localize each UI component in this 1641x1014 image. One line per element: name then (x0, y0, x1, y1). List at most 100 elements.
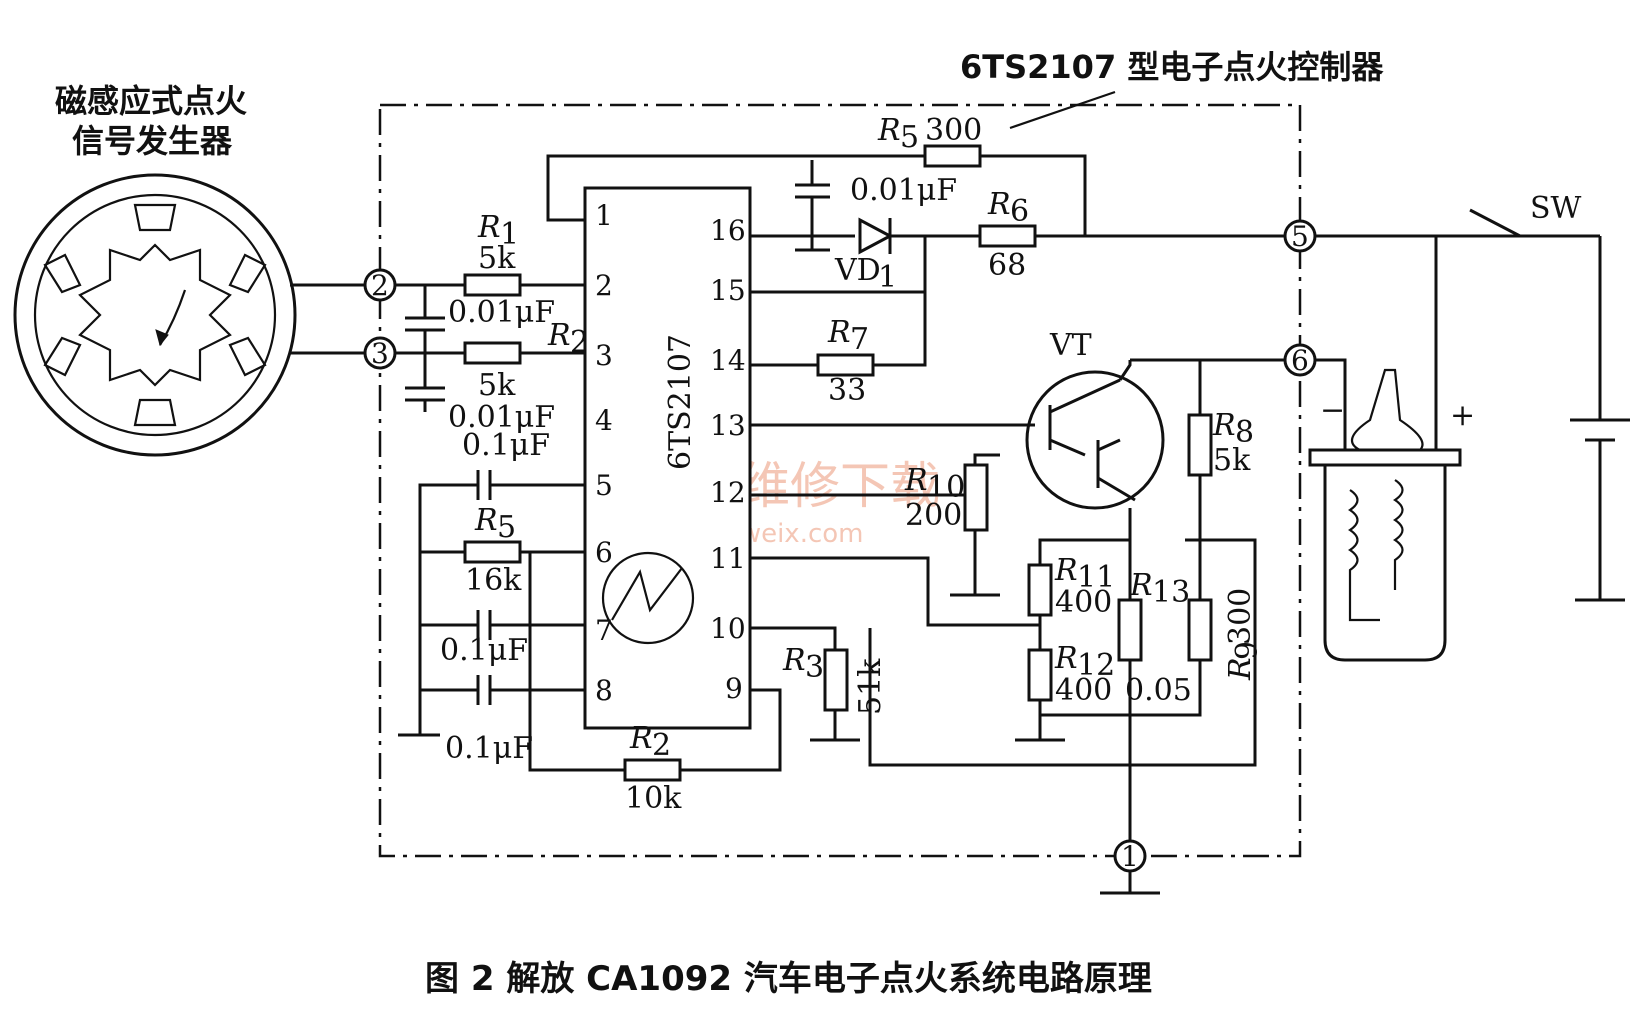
R11-sub: 11 (1077, 560, 1115, 595)
C-in2-value: 0.01μF (448, 400, 555, 435)
terminal-2: 2 (363, 268, 397, 302)
generator-outer-ring (13, 173, 297, 457)
VD1-sub: 1 (878, 260, 897, 295)
R12-symbol: R (1054, 641, 1078, 676)
controller-enclosure (378, 103, 1302, 858)
R11-value: 400 (1055, 585, 1112, 620)
ic-name: 6TS2107 (663, 334, 698, 470)
capacitor-C-in2 (405, 353, 445, 412)
controller-label: 6TS2107 型电子点火控制器 (960, 48, 1384, 86)
VT-label: VT (1049, 328, 1092, 363)
ic-pin-14: 14 (710, 344, 746, 377)
generator-inner-ring (33, 193, 277, 437)
stator-pole (43, 336, 82, 377)
diode-VD1 (858, 217, 894, 255)
R10-sub: 10 (927, 470, 965, 505)
coil-minus-sign: − (1320, 393, 1345, 428)
R13-value: 0.05 (1125, 673, 1192, 708)
R9-sub: 9 (1230, 641, 1265, 660)
capacitor-C-top (795, 160, 830, 252)
R9-symbol: R (1223, 657, 1258, 681)
R9-value: 300 (1223, 588, 1258, 645)
ignition-coil (1308, 368, 1462, 662)
R5a-value: 300 (925, 113, 982, 148)
ic-pin-16: 16 (710, 214, 746, 247)
C-top-value: 0.01μF (850, 173, 957, 208)
R2b-sub: 2 (652, 728, 671, 763)
ic-pin-13: 13 (710, 409, 746, 442)
R1-sub: 1 (500, 217, 519, 252)
C-gnd-value: 0.1μF (445, 731, 533, 766)
wire-left-bus (418, 483, 478, 735)
ic-pin-9: 9 (725, 672, 743, 705)
R6-sub: 6 (1010, 194, 1029, 229)
svg-text:5: 5 (1291, 220, 1309, 253)
ic-pin-7: 7 (595, 614, 613, 647)
VD1-label: VD (834, 253, 881, 288)
wire-pin9 (680, 688, 782, 772)
controller-leader-line (1009, 90, 1116, 130)
R11-symbol: R (1054, 553, 1078, 588)
R13-sub: 13 (1152, 575, 1190, 610)
R12-value: 400 (1055, 673, 1112, 708)
reluctor-rotor (78, 243, 232, 387)
R6-symbol: R (987, 187, 1011, 222)
coil-plus-sign: + (1450, 398, 1475, 433)
ic-pin-3: 3 (595, 339, 613, 372)
terminal-6: 6 (1283, 343, 1317, 377)
R1-symbol: R (477, 210, 501, 245)
stator-pole (43, 253, 82, 294)
R8-sub: 8 (1235, 415, 1254, 450)
resistor-R11 (1027, 563, 1053, 617)
wire-pin1-top (546, 154, 925, 222)
rotation-arrowhead (155, 329, 169, 347)
capacitor-C-p8 (476, 675, 492, 705)
R3-sub: 3 (805, 650, 824, 685)
resistor-R5-top (923, 144, 982, 168)
ic-6TS2107: 6TS2107 (583, 186, 752, 730)
magnetic-signal-generator: 磁感应式点火 信号发生器 (13, 82, 365, 457)
R8-symbol: R (1212, 408, 1236, 443)
R1-value: 5k (478, 241, 516, 276)
ic-pin-15: 15 (710, 274, 746, 307)
R2b-value: 10k (625, 781, 682, 816)
ic-pin-10: 10 (710, 612, 746, 645)
transistor-VT (1025, 360, 1165, 510)
ic-pin-12: 12 (710, 476, 746, 509)
generator-label-line2: 信号发生器 (72, 122, 233, 160)
stator-pole (133, 203, 177, 232)
terminal-1: 1 (1113, 839, 1147, 873)
resistor-R1 (463, 273, 522, 297)
resistor-R3 (823, 648, 849, 712)
generator-label-line1: 磁感应式点火 (55, 82, 247, 120)
C-p7-value: 0.1μF (440, 633, 528, 668)
R2a-value: 5k (478, 368, 516, 403)
ic-pin-8: 8 (595, 674, 613, 707)
R7-sub: 7 (850, 322, 869, 357)
switch-SW (1469, 208, 1521, 238)
R12-sub: 12 (1077, 648, 1115, 683)
R2a-symbol: R (547, 318, 571, 353)
wire-r11-top (1038, 538, 1130, 565)
resistor-R12 (1027, 648, 1053, 702)
capacitor-C-in1 (405, 285, 445, 353)
switch-label: SW (1530, 191, 1582, 226)
R10-value: 200 (905, 498, 962, 533)
terminal-5: 5 (1283, 219, 1317, 253)
ic-pin-2: 2 (595, 269, 613, 302)
wire-lower-return (868, 538, 1257, 767)
resistor-R6 (978, 224, 1037, 248)
R5a-symbol: R (877, 113, 901, 148)
svg-text:6: 6 (1291, 344, 1309, 377)
R6-value: 68 (988, 248, 1026, 283)
svg-text:2: 2 (371, 269, 389, 302)
stator-pole (228, 336, 267, 377)
wire-pin11 (750, 556, 1040, 627)
wire-r9-bottom (1040, 660, 1202, 717)
resistor-R10 (963, 463, 989, 532)
figure-caption: 图 2 解放 CA1092 汽车电子点火系统电路原理 (425, 959, 1152, 999)
resistor-R7 (816, 353, 875, 377)
svg-text:3: 3 (371, 337, 389, 370)
resistor-R2-input (463, 341, 522, 365)
